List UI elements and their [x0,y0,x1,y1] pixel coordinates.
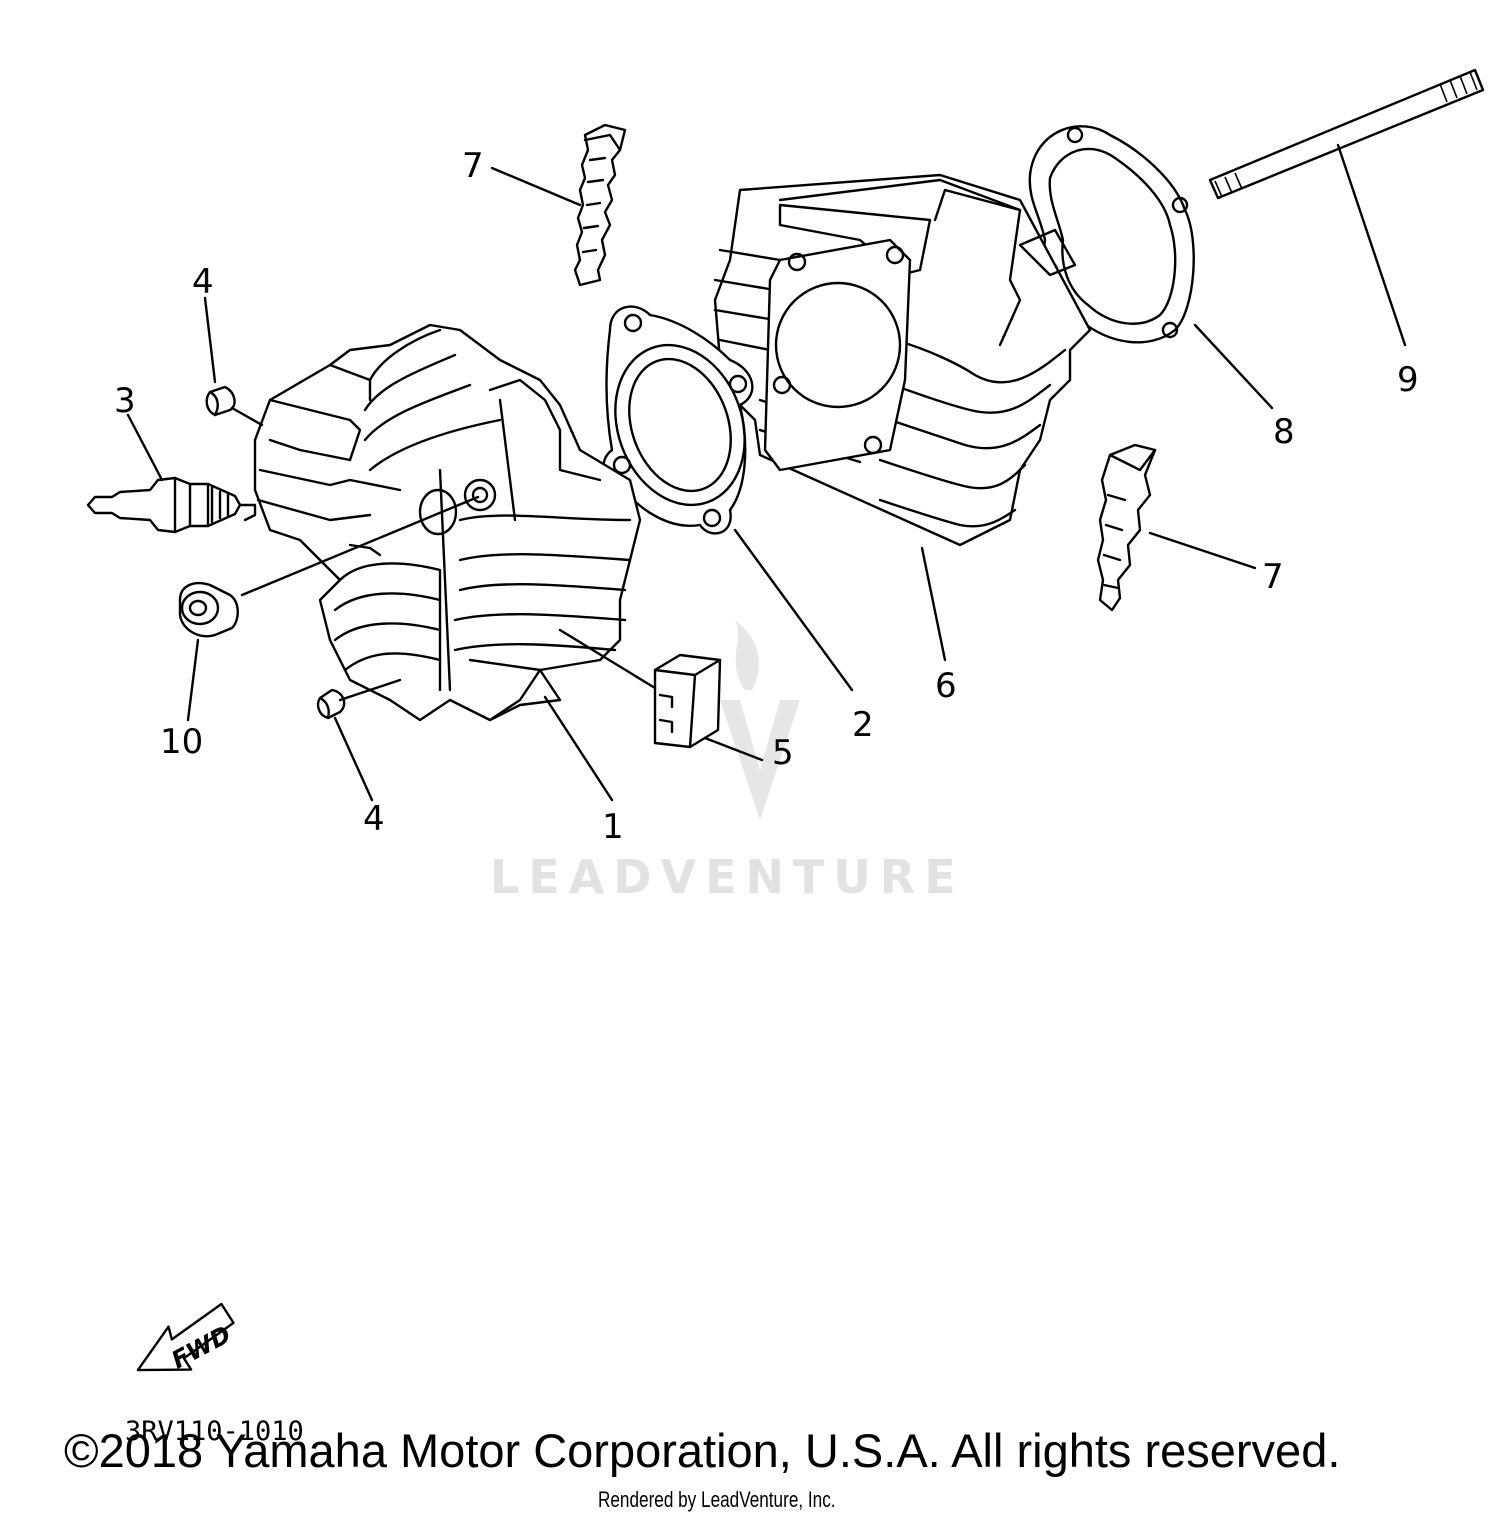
callout-6: 6 [935,666,957,706]
part-7-damper-lower [1096,443,1157,612]
leader-1 [543,695,614,802]
leader-5 [703,736,764,762]
leader-10 [186,638,200,722]
part-1-cylinder-head [253,323,642,722]
callout-5: 5 [772,733,794,773]
part-9-stud [1208,68,1485,200]
leader-10-b [240,495,480,597]
leader-8 [1193,323,1274,410]
callout-4-upper: 4 [192,262,214,302]
part-4-dowel-lower [316,688,346,720]
callout-7-lower: 7 [1262,557,1284,597]
part-7-damper-upper [573,123,627,287]
leader-7-lower [1148,531,1257,570]
callouts: 7 4 3 10 4 1 5 2 6 7 8 9 [114,146,1419,847]
leader-4-upper-b [230,406,264,427]
watermark-text: LEADVENTURE [490,850,965,904]
part-6-cylinder [713,173,1092,547]
callout-4-lower: 4 [363,799,385,839]
part-3-spark-plug [86,476,257,534]
watermark-logo: LEADVENTURE [490,620,965,904]
leader-7-upper [490,166,582,207]
leader-lines [126,143,1407,802]
part-2-gasket [602,305,754,535]
leader-4-lower [333,716,374,802]
leader-4-upper [203,296,217,384]
callout-8: 8 [1273,412,1295,452]
leader-3 [126,413,164,482]
callout-7-upper: 7 [462,146,484,186]
part-code: 3RV110-1010 [125,1416,304,1447]
leader-5-a [558,628,657,690]
part-5-damper [653,653,722,749]
leader-2 [733,528,854,692]
callout-9: 9 [1397,360,1419,400]
callout-2: 2 [852,705,874,745]
fwd-arrow-icon: FWD [136,1302,236,1374]
leader-9 [1336,143,1407,347]
leader-4-lower-b [338,678,402,702]
callout-1: 1 [602,807,624,847]
part-10-nut [178,581,239,638]
leader-6 [920,546,947,662]
part-4-dowel-upper [205,385,236,417]
callout-10: 10 [160,722,203,762]
rendered-by-text: Rendered by LeadVenture, Inc. [598,1487,836,1512]
callout-3: 3 [114,381,136,421]
copyright-text: ©2018 Yamaha Motor Corporation, U.S.A. A… [64,1424,1341,1477]
